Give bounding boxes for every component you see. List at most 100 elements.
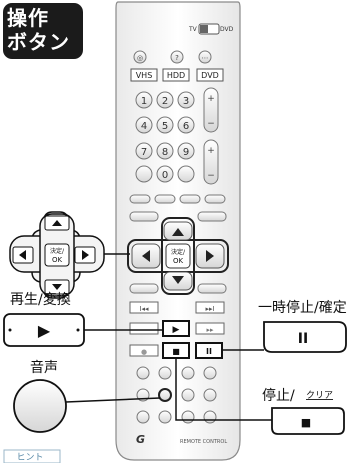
large-right-arrow-icon xyxy=(82,250,89,260)
color-button-4[interactable] xyxy=(204,194,226,204)
hdd-label: HDD xyxy=(167,71,185,80)
number-key-9[interactable] xyxy=(177,142,195,160)
top-button-1[interactable] xyxy=(133,50,147,64)
number-key-6-label: 6 xyxy=(183,121,189,132)
top-button-3[interactable] xyxy=(198,50,212,64)
operation-buttons-badge: 操作 ボタン xyxy=(3,3,83,59)
lower-button-grid xyxy=(136,366,217,424)
grid-button-1[interactable] xyxy=(136,366,150,380)
number-key-2[interactable] xyxy=(156,91,174,109)
large-left-arrow-icon xyxy=(19,250,26,260)
number-key-7[interactable] xyxy=(135,142,153,160)
hint-box xyxy=(3,449,61,463)
ok-label-line-2: OK xyxy=(173,257,184,265)
skip-back-icon: I◂◂ xyxy=(139,305,149,313)
blank-key-right[interactable] xyxy=(177,165,195,183)
pause-callout-button[interactable] xyxy=(263,321,347,353)
play-callout-label: 再生/変換 xyxy=(10,291,71,308)
blank-key-left[interactable] xyxy=(135,165,153,183)
right-arrow-icon xyxy=(206,250,214,262)
large-dpad-ok[interactable] xyxy=(44,243,70,267)
large-dpad-callout: 決定/ OK xyxy=(9,211,105,299)
number-keypad: 1 2 3 4 5 6 7 8 9 0 xyxy=(135,91,195,183)
left-arrow-icon xyxy=(142,250,150,262)
channel-minus-label: − xyxy=(207,119,215,129)
color-button-1[interactable] xyxy=(129,194,151,204)
number-key-0[interactable] xyxy=(156,165,174,183)
grid-button-2[interactable] xyxy=(158,366,172,380)
upper-left-button[interactable] xyxy=(129,211,159,222)
play-callout-dot-left xyxy=(8,328,12,332)
number-key-6[interactable] xyxy=(177,116,195,134)
grid-button-10[interactable] xyxy=(158,410,172,424)
grid-button-9[interactable] xyxy=(136,410,150,424)
grid-button-12[interactable] xyxy=(203,410,217,424)
volume-rocker[interactable] xyxy=(203,139,219,185)
audio-connector-line xyxy=(65,397,161,403)
number-key-5[interactable] xyxy=(156,116,174,134)
hdd-button[interactable] xyxy=(162,68,190,82)
record-button[interactable] xyxy=(129,344,159,357)
tv-dvd-switch-knob xyxy=(200,25,208,33)
top-button-3-glyph: ⋯ xyxy=(202,54,209,62)
rewind-button[interactable] xyxy=(129,322,159,335)
color-button-2[interactable] xyxy=(154,194,176,204)
dvd-label: DVD xyxy=(220,26,234,33)
grid-button-4[interactable] xyxy=(203,366,217,380)
skip-back-button[interactable] xyxy=(129,301,159,314)
channel-rocker[interactable] xyxy=(203,87,219,133)
badge-line-2: ボタン xyxy=(7,30,70,54)
large-down-arrow-icon xyxy=(52,284,62,290)
vhs-label: VHS xyxy=(136,71,153,80)
grid-button-3[interactable] xyxy=(181,366,195,380)
top-button-2[interactable] xyxy=(170,50,184,64)
dvd-button[interactable] xyxy=(196,68,224,82)
down-arrow-icon xyxy=(172,276,184,284)
upper-right-button[interactable] xyxy=(197,211,227,222)
lower-right-button[interactable] xyxy=(197,283,227,294)
number-key-1[interactable] xyxy=(135,91,153,109)
grid-button-11[interactable] xyxy=(181,410,195,424)
number-key-3-label: 3 xyxy=(183,96,189,107)
stop-callout-icon: ■ xyxy=(301,416,311,429)
dpad-vertical-frame xyxy=(161,217,195,295)
audio-callout-button[interactable] xyxy=(13,379,67,433)
large-up-arrow-icon xyxy=(52,220,62,226)
number-key-3[interactable] xyxy=(177,91,195,109)
remote-stop-icon: ■ xyxy=(172,347,180,356)
brand-text: REMOTE CONTROL xyxy=(180,439,227,445)
source-buttons: VHS HDD DVD xyxy=(130,68,224,82)
record-icon: ● xyxy=(141,348,147,356)
number-key-8-label: 8 xyxy=(162,147,168,158)
stop-connector-line xyxy=(175,358,272,421)
number-key-4[interactable] xyxy=(135,116,153,134)
top-button-2-glyph: ? xyxy=(175,54,179,62)
lower-left-button[interactable] xyxy=(129,283,159,294)
vhs-button[interactable] xyxy=(130,68,158,82)
remote-audio-button[interactable] xyxy=(158,388,172,402)
ok-label-line-1: 決定/ xyxy=(171,248,186,256)
color-button-3[interactable] xyxy=(179,194,201,204)
number-key-9-label: 9 xyxy=(183,147,189,158)
tv-label: TV xyxy=(188,26,198,33)
remote-play-icon: ▶ xyxy=(173,325,180,335)
dpad-ok-button[interactable] xyxy=(165,243,191,269)
badge-line-1: 操作 xyxy=(7,6,49,30)
stop-callout-button[interactable] xyxy=(271,407,345,435)
number-key-4-label: 4 xyxy=(141,121,147,132)
grid-button-7[interactable] xyxy=(181,388,195,402)
stop-callout-label: 停止/ xyxy=(262,387,295,404)
hint-tag: ヒント xyxy=(3,449,61,463)
play-callout-icon: ▶ xyxy=(38,321,51,340)
grid-button-8[interactable] xyxy=(203,388,217,402)
skip-forward-icon: ▸▸I xyxy=(205,305,214,313)
up-arrow-icon xyxy=(172,228,184,236)
top-button-1-glyph: ◎ xyxy=(137,54,143,62)
dvd-source-label: DVD xyxy=(201,71,219,80)
skip-forward-button[interactable] xyxy=(195,301,225,314)
number-key-8[interactable] xyxy=(156,142,174,160)
fast-forward-button[interactable] xyxy=(195,322,225,335)
pause-callout-label: 一時停止/確定 xyxy=(258,299,347,316)
large-ok-label-2: OK xyxy=(52,256,63,264)
remote-play-button[interactable] xyxy=(162,320,190,337)
